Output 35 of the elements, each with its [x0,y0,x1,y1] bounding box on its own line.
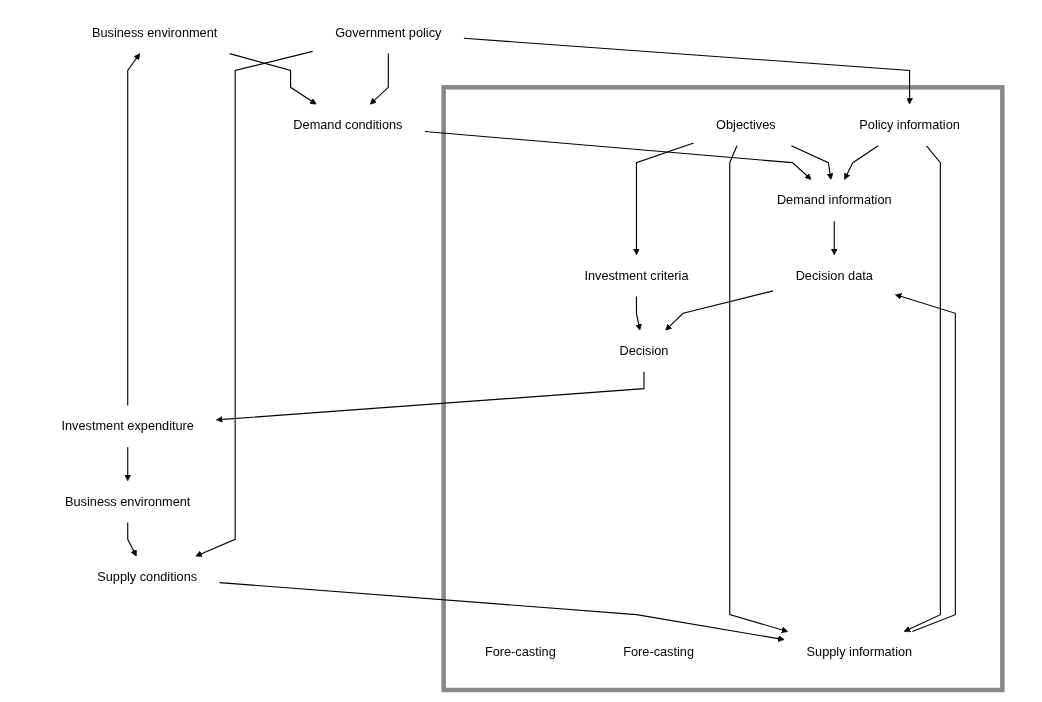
arrow [791,145,834,180]
arrow [424,130,812,180]
arrow [463,37,914,105]
node-text: Investment expenditure [61,419,195,434]
arrow [904,145,942,632]
arrow [844,145,880,180]
arrow [831,220,838,256]
arrow [216,371,645,423]
node-text: Supply information [806,645,913,660]
arrow [124,446,132,482]
arrow [219,582,785,642]
node-text: Supply conditions [97,569,198,584]
arrow [195,50,314,557]
cluster [441,85,1005,693]
arrow [895,293,957,633]
node-text: Demand conditions [293,117,403,132]
arrow [229,53,317,105]
arrow [729,145,789,634]
node-text: Government policy [335,25,442,40]
arrow [127,521,138,557]
arrow [127,53,141,407]
node-text: Business environment [65,494,191,509]
node-text: Decision data [795,268,874,283]
node-text: Business environment [92,25,218,40]
arrow [370,53,390,105]
node-text: Demand information [777,193,892,208]
arrow [633,142,695,256]
arrow [665,290,775,331]
node-text: Fore-casting [623,645,695,660]
arrow [635,295,643,331]
node-text: Fore-casting [485,645,557,660]
node-text: Objectives [716,117,776,132]
node-text: Policy information [859,117,961,132]
node-text: Decision [619,343,669,358]
node-text: Investment criteria [584,268,689,283]
